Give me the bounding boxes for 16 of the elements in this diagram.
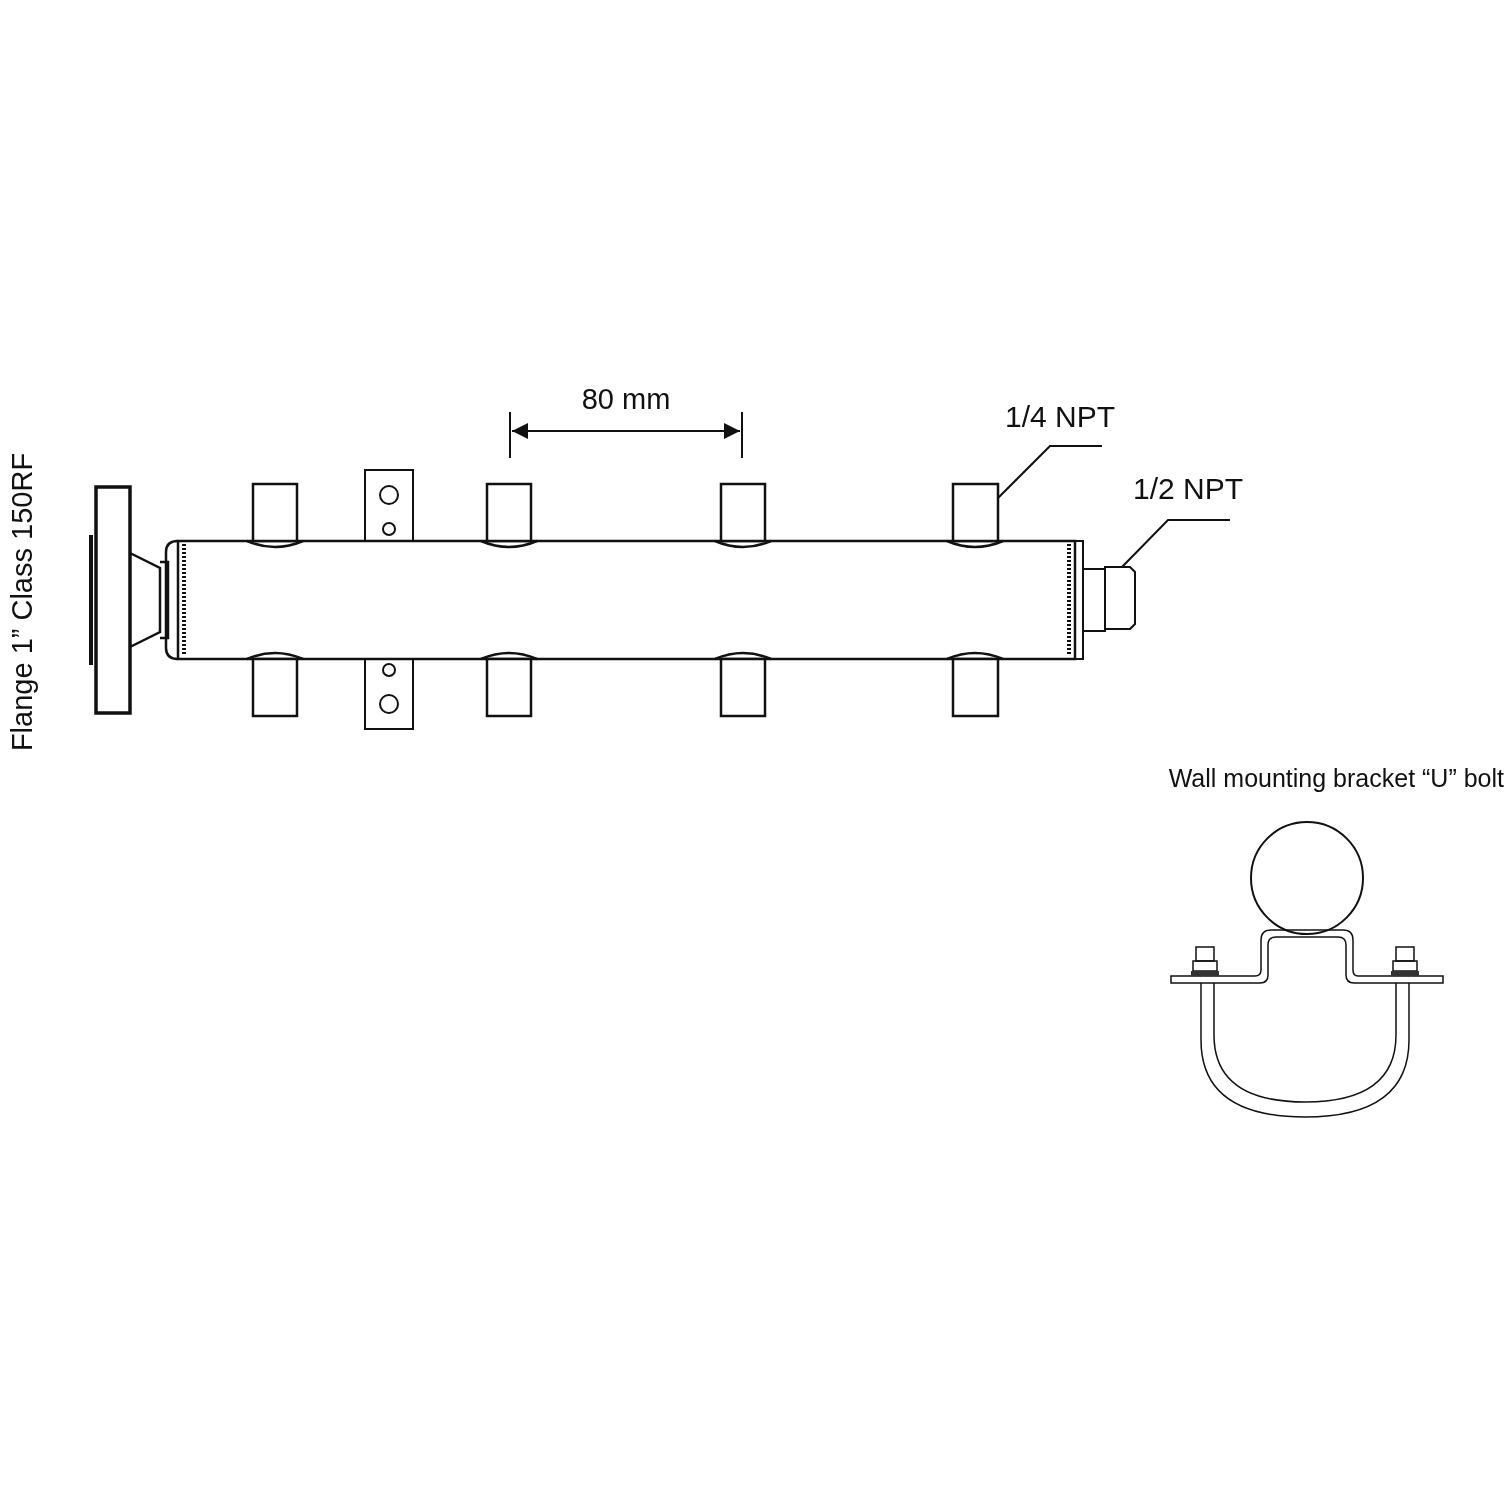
outlet-port [251, 482, 299, 543]
leader-line [997, 445, 1103, 499]
flange-label: Flange 1” Class 150RF [7, 452, 37, 752]
dimension-label: 80 mm [581, 385, 671, 414]
outlet-port [951, 482, 1000, 543]
leader-line [1121, 519, 1231, 568]
outlet-port [951, 657, 1000, 718]
outlet-port [719, 482, 767, 543]
threaded-end [1104, 566, 1136, 630]
outlet-port [719, 657, 767, 718]
callout-label: 1/4 NPT [1005, 402, 1116, 432]
bracket-caption: Wall mounting bracket “U” bolt [1168, 766, 1504, 791]
outlet-port [251, 657, 299, 718]
outlet-port [485, 482, 533, 543]
outlet-port [485, 657, 533, 718]
callout-label: 1/2 NPT [1133, 474, 1244, 504]
